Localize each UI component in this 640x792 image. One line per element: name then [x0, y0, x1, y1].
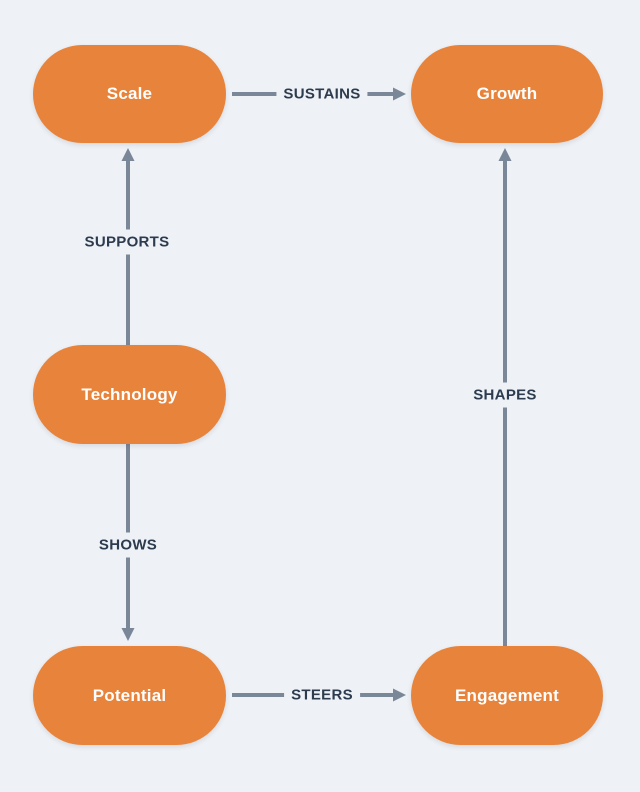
node-engagement[interactable]: Engagement	[411, 646, 603, 745]
edge-label-sustains: SUSTAINS	[276, 81, 368, 107]
node-technology-label: Technology	[81, 384, 178, 404]
node-engagement-label: Engagement	[454, 685, 560, 705]
edge-label-shows: SHOWS	[91, 532, 165, 558]
node-scale-label: Scale	[106, 84, 153, 103]
node-potential-label: Potential	[92, 685, 167, 705]
edge-label-shapes: SHAPES	[466, 382, 544, 408]
node-growth-label: Growth	[476, 84, 538, 103]
node-potential[interactable]: Potential	[33, 646, 226, 745]
node-scale[interactable]: Scale	[33, 45, 226, 143]
edge-label-steers: STEERS	[284, 682, 360, 708]
node-technology[interactable]: Technology	[33, 345, 226, 444]
node-growth[interactable]: Growth	[411, 45, 603, 143]
edge-label-supports: SUPPORTS	[77, 229, 177, 255]
